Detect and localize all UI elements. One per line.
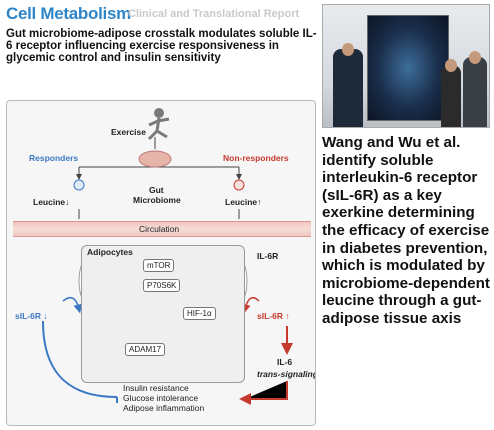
- node-mtor: mTOR: [143, 259, 175, 272]
- runner-icon: [147, 108, 170, 141]
- outcome-glucose: Glucose intolerance: [123, 393, 199, 403]
- poster-image: [367, 15, 449, 121]
- label-microbiome: Microbiome: [133, 195, 181, 205]
- gut-icon: [138, 150, 172, 168]
- journal-name: Cell Metabolism: [6, 4, 131, 23]
- report-type: Clinical and Translational Report: [128, 8, 300, 20]
- graphical-abstract: Exercise Responders Non-responders Gut M…: [6, 100, 316, 426]
- paper-title: Gut microbiome-adipose crosstalk modulat…: [6, 28, 317, 64]
- label-trans-signaling: trans-signaling: [257, 369, 316, 379]
- label-leucine-left: Leucine↓: [33, 197, 70, 207]
- label-adipocytes: Adipocytes: [87, 247, 133, 257]
- outcome-insulin: Insulin resistance: [123, 383, 189, 393]
- label-sil6r-right: sIL-6R ↑: [257, 311, 290, 321]
- label-exercise: Exercise: [111, 127, 146, 137]
- label-circulation: Circulation: [139, 224, 180, 234]
- author-photo: [322, 4, 490, 128]
- summary-caption: Wang and Wu et al. identify soluble inte…: [322, 134, 490, 327]
- label-sil6r-left: sIL-6R ↓: [15, 311, 48, 321]
- node-p70s6k: P70S6K: [143, 279, 181, 292]
- circulation-band: [13, 221, 311, 237]
- label-gut: Gut: [149, 185, 164, 195]
- label-il6: IL-6: [277, 357, 293, 367]
- outcome-inflammation: Adipose inflammation: [123, 403, 205, 413]
- label-il6r: IL-6R: [257, 251, 279, 261]
- label-non-responders: Non-responders: [223, 153, 289, 163]
- node-adam17: ADAM17: [125, 343, 166, 356]
- label-responders: Responders: [29, 153, 79, 163]
- label-leucine-right: Leucine↑: [225, 197, 262, 207]
- node-hif: HIF-1α: [183, 307, 216, 320]
